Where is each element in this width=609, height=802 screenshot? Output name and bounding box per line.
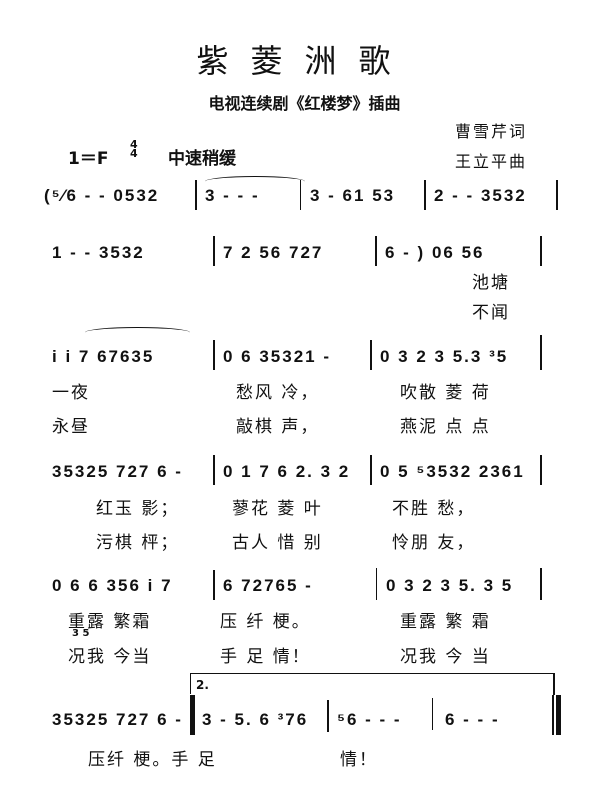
measure: 35325 727 6 - : xyxy=(52,710,198,729)
lyric-verse-2: 污棋 枰； xyxy=(96,533,180,553)
measure: i i 7 67635 xyxy=(52,347,155,366)
volta-end xyxy=(553,673,555,695)
measure: 6 - ) 06 56 xyxy=(385,243,485,262)
lyric-verse-1: 愁风 冷， xyxy=(236,383,320,403)
repeat-barline xyxy=(190,695,195,735)
measure: 0 6 6 356 i 7 xyxy=(52,576,173,595)
ossia-notes: 3 5 xyxy=(72,628,90,639)
lyric-verse-1: 池塘 xyxy=(472,273,510,293)
barline xyxy=(370,340,372,370)
lyric-verse-2: 手 足 情！ xyxy=(220,647,311,667)
lyric-verse-2: 古人 惜 别 xyxy=(232,533,323,553)
measure: 2 - - 3532 xyxy=(434,186,527,205)
measure: 0 1 7 6 2. 3 2 xyxy=(223,462,351,481)
composer-credit: 王立平曲 xyxy=(455,152,528,171)
measure: 3 - 5. 6 ³76 xyxy=(202,710,309,729)
barline xyxy=(376,568,377,600)
lyric-verse-2: 况我 今当 xyxy=(68,647,152,667)
barline xyxy=(432,698,433,730)
lyric-verse-1: 吹散 菱 荷 xyxy=(400,383,491,403)
lyric-verse-2: 燕泥 点 点 xyxy=(400,417,491,437)
lyricist-credit: 曹雪芹词 xyxy=(455,122,528,141)
lyric-verse-1: 不胜 愁， xyxy=(392,499,476,519)
tie xyxy=(205,176,305,187)
lyric-verse-1: 一夜 xyxy=(52,383,90,403)
barline xyxy=(540,568,542,600)
measure: 35325 727 6 - xyxy=(52,462,183,481)
volta-label: 2. xyxy=(196,678,209,692)
lyric-verse-2: 怜朋 友， xyxy=(392,533,476,553)
lyric-verse-1: 压 纤 梗。 xyxy=(220,612,311,632)
barline xyxy=(540,335,542,370)
barline xyxy=(424,180,426,210)
lyric-verse-1: 重露 繁 霜 xyxy=(400,612,491,632)
barline xyxy=(195,180,197,210)
measure: 0 3 2 3 5. 3 5 xyxy=(386,576,514,595)
lyric-verse-2: 不闻 xyxy=(472,303,510,323)
slur xyxy=(85,327,190,338)
tempo-marking: 中速稍缓 xyxy=(168,149,236,169)
barline xyxy=(213,455,215,485)
volta-bracket xyxy=(190,673,554,694)
measure: 0 5 ⁵3532 2361 xyxy=(380,462,525,481)
barline xyxy=(375,236,377,266)
final-barline-thin xyxy=(552,695,554,735)
lyric-verse-1: 压纤 梗。手 足 xyxy=(88,750,217,770)
lyric-verse-1: 红玉 影； xyxy=(96,499,180,519)
measure: 7 2 56 727 xyxy=(223,243,324,262)
lyric-verse-2: 敲棋 声， xyxy=(236,417,320,437)
measure: 0 6 35321 - xyxy=(223,347,332,366)
barline xyxy=(370,455,372,485)
lyric-verse-2: 况我 今 当 xyxy=(400,647,491,667)
lyric-verse-1: 蓼花 菱 叶 xyxy=(232,499,323,519)
barline xyxy=(213,340,215,370)
barline xyxy=(213,570,215,600)
barline xyxy=(540,236,542,266)
lyric-verse-2: 永昼 xyxy=(52,417,90,437)
barline xyxy=(213,236,215,266)
measure: 6 72765 - xyxy=(223,576,313,595)
song-title: 紫菱洲歌 xyxy=(196,42,413,80)
lyric-verse-1: 重露 繁霜 xyxy=(68,612,152,632)
measure: 3 - 61 53 xyxy=(310,186,396,205)
measure: 3 - - - xyxy=(205,186,260,205)
final-barline-thick xyxy=(556,695,561,735)
lyric-verse-1: 情！ xyxy=(340,750,378,770)
barline xyxy=(540,455,542,485)
measure: (⁵⁄6 - - 0532 xyxy=(44,186,160,205)
barline xyxy=(300,180,301,210)
barline xyxy=(327,700,329,732)
measure: 0 3 2 3 5.3 ³5 xyxy=(380,347,509,366)
measure: 6 - - - xyxy=(445,710,500,729)
barline xyxy=(556,180,558,210)
song-subtitle: 电视连续剧《红楼梦》插曲 xyxy=(208,94,401,113)
measure: 1 - - 3532 xyxy=(52,243,145,262)
measure: ⁵6 - - - xyxy=(337,710,402,729)
key-signature: 1＝F xyxy=(68,149,109,169)
